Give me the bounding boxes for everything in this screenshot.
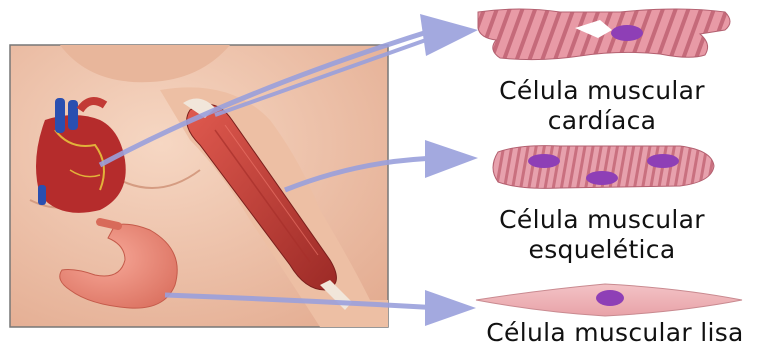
smooth-nucleus [596, 290, 624, 306]
arrow-cardiac-head [420, 14, 478, 56]
skeletal-nucleus-2 [586, 171, 618, 185]
label-cardiac-line2: cardíaca [462, 106, 742, 136]
skeletal-nucleus-1 [528, 154, 560, 168]
label-smooth-line1: Célula muscular lisa [455, 318, 775, 348]
cardiac-cell-icon [478, 9, 730, 60]
label-skeletal-cell: Célula muscular esquelética [462, 205, 742, 265]
label-cardiac-line1: Célula muscular [462, 76, 742, 106]
label-smooth-cell: Célula muscular lisa [455, 318, 775, 348]
arrow-skeletal-head [425, 140, 478, 178]
skeletal-nucleus-3 [647, 154, 679, 168]
label-skeletal-line2: esquelética [462, 235, 742, 265]
skeletal-cell-icon [493, 146, 714, 189]
label-cardiac-cell: Célula muscular cardíaca [462, 76, 742, 136]
label-skeletal-line1: Célula muscular [462, 205, 742, 235]
smooth-cell-icon [476, 284, 742, 316]
cardiac-nucleus [611, 25, 643, 41]
